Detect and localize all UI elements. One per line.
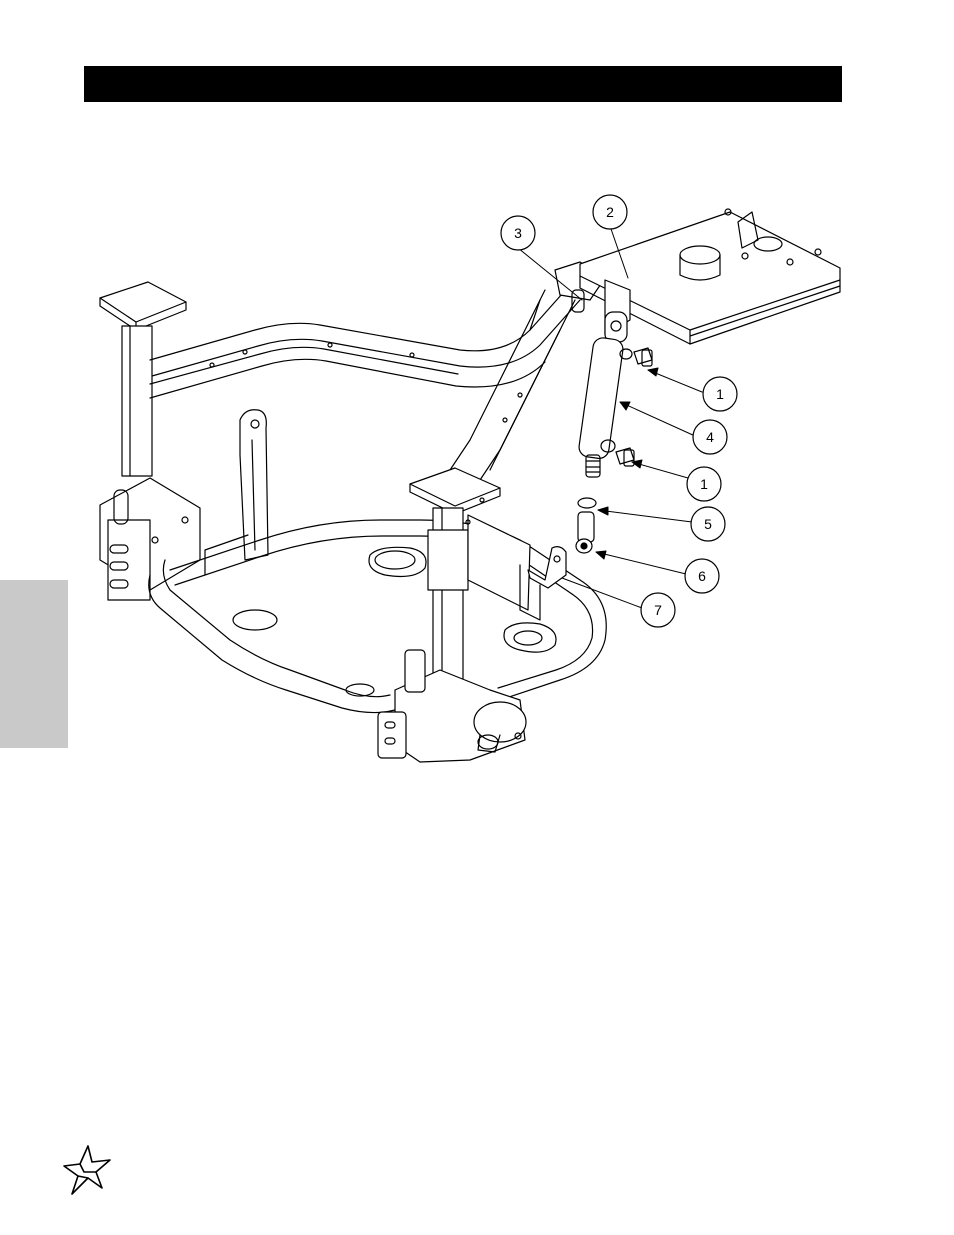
callout-1a: 1 [703, 377, 737, 411]
center-bracket [240, 410, 268, 560]
gas-spring-cylinder [578, 337, 652, 477]
callout-7: 7 [641, 593, 675, 627]
deck-plate [580, 209, 840, 344]
svg-text:6: 6 [698, 568, 706, 584]
svg-text:5: 5 [704, 516, 712, 532]
lower-frame-loop [149, 520, 607, 713]
callout-3: 3 [501, 216, 535, 250]
callout-2: 2 [593, 195, 627, 229]
svg-text:3: 3 [514, 225, 522, 241]
upper-frame-tube [150, 285, 580, 398]
callout-5: 5 [691, 507, 725, 541]
callout-4: 4 [693, 420, 727, 454]
left-rear-post [100, 282, 200, 600]
callout-1b: 1 [687, 467, 721, 501]
front-post [378, 468, 530, 762]
svg-text:1: 1 [716, 386, 724, 402]
pivot-hardware [576, 498, 596, 553]
svg-text:7: 7 [654, 602, 662, 618]
star-logo-icon [58, 1142, 114, 1198]
svg-text:1: 1 [700, 476, 708, 492]
svg-text:4: 4 [706, 429, 714, 445]
svg-text:2: 2 [606, 204, 614, 220]
callout-6: 6 [685, 559, 719, 593]
